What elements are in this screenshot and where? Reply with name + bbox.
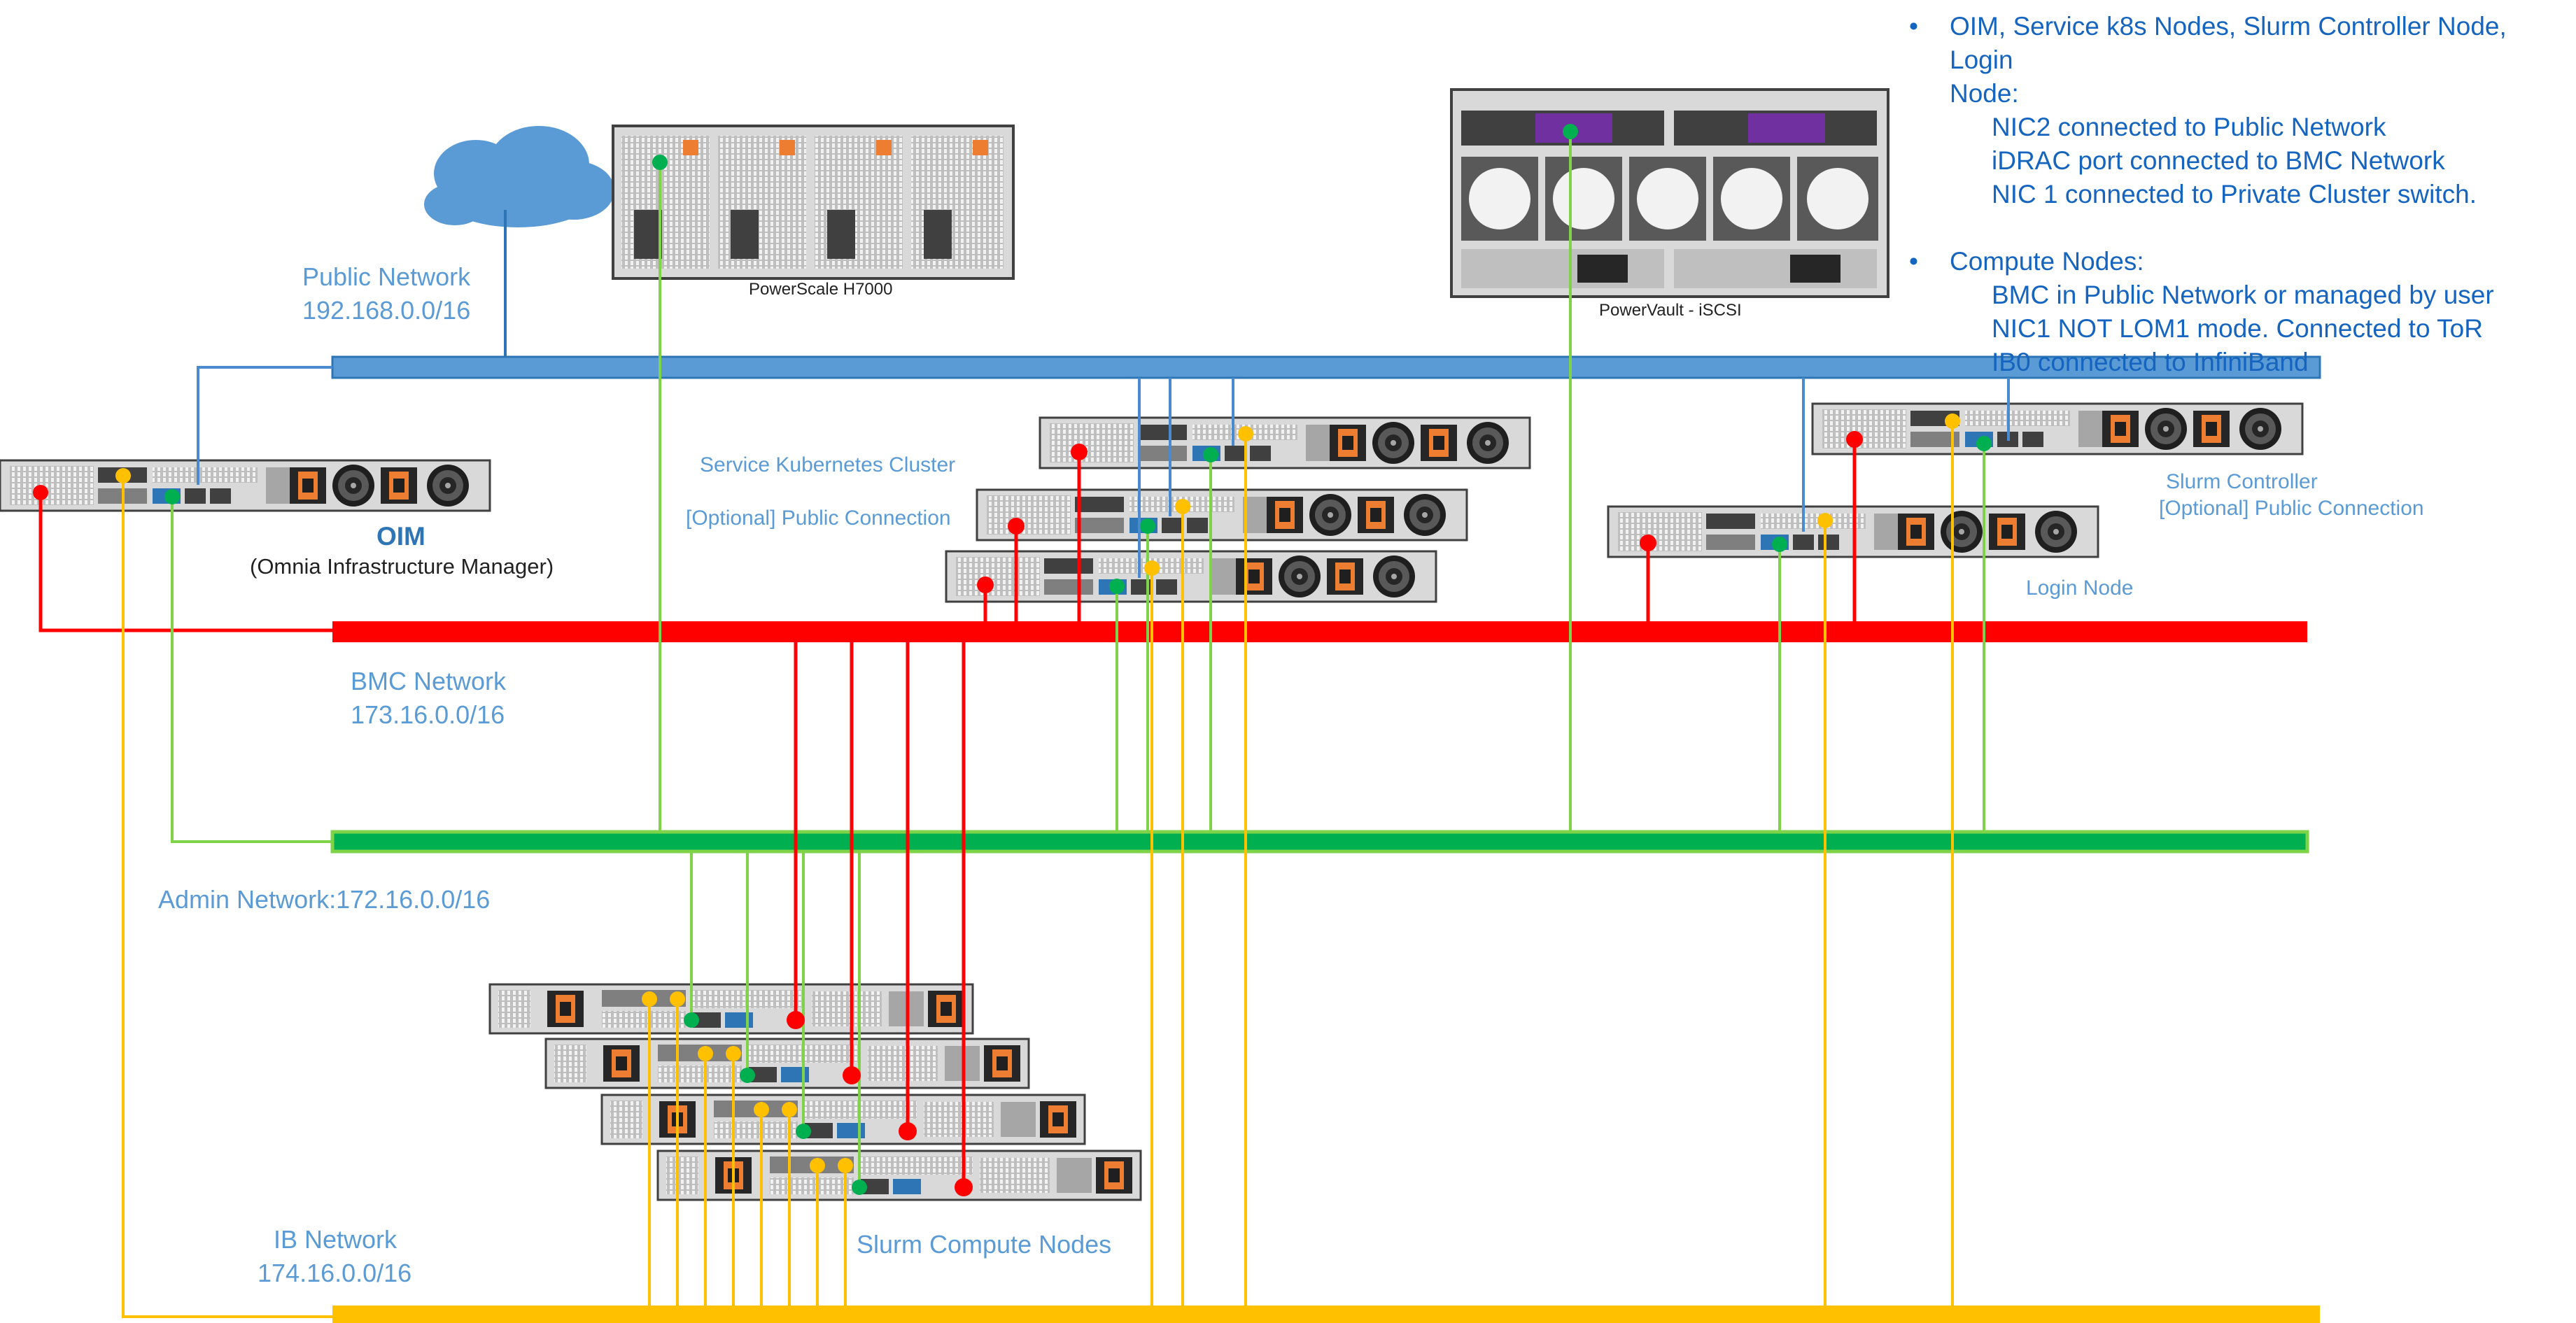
- service-k8s-server-1: [1040, 418, 1530, 468]
- slurm-controller-optional: [Optional] Public Connection: [2159, 497, 2424, 520]
- note-item: iDRAC port connected to BMC Network: [1992, 146, 2445, 175]
- compute-node-1: [490, 984, 973, 1033]
- admin-network-bus: [330, 830, 2309, 854]
- service-cluster-label: Service Kubernetes Cluster: [700, 453, 956, 476]
- bmc-network-subnet: 173.16.0.0/16: [351, 700, 505, 729]
- admin-network-label: Admin Network:172.16.0.0/16: [158, 885, 491, 914]
- note-item: NIC1 NOT LOM1 mode. Connected to ToR: [1992, 314, 2483, 343]
- powerscale-label: PowerScale H7000: [749, 280, 893, 299]
- ib-network-subnet: 174.16.0.0/16: [258, 1259, 412, 1287]
- compute-node-3: [602, 1095, 1085, 1144]
- notes-panel: OIM, Service k8s Nodes, Slurm Controller…: [1903, 10, 2575, 379]
- ib-network-bus: [332, 1306, 2320, 1323]
- oim-title: OIM: [376, 522, 425, 551]
- powerscale-chassis: [612, 125, 1015, 280]
- public-network-name: Public Network: [302, 262, 471, 291]
- port-dots: [33, 124, 1992, 1196]
- service-k8s-server-2: [977, 490, 1467, 540]
- slurm-controller-label: Slurm Controller: [2166, 470, 2318, 493]
- bmc-network-name: BMC Network: [351, 667, 507, 695]
- compute-nodes-label: Slurm Compute Nodes: [857, 1230, 1112, 1259]
- public-network-subnet: 192.168.0.0/16: [302, 296, 471, 325]
- cloud-icon: [424, 126, 614, 227]
- note-item: IB0 connected to InfiniBand: [1992, 348, 2309, 376]
- powervault-label: PowerVault - iSCSI: [1599, 301, 1742, 320]
- oim-subtitle: (Omnia Infrastructure Manager): [250, 554, 554, 579]
- powervault-chassis: [1450, 88, 1889, 298]
- slurm-controller-server: [1813, 404, 2302, 454]
- public-links: [197, 366, 2010, 578]
- note-item: NIC 1 connected to Private Cluster switc…: [1992, 180, 2477, 208]
- note-item: NIC2 connected to Public Network: [1992, 113, 2386, 141]
- login-node-label: Login Node: [2026, 576, 2134, 600]
- compute-node-2: [546, 1039, 1029, 1088]
- oim-server: [0, 460, 490, 511]
- compute-node-4: [658, 1151, 1141, 1200]
- note-bullet-2: Compute Nodes:: [1903, 245, 2575, 278]
- admin-links: [171, 132, 1985, 1187]
- service-cluster-optional: [Optional] Public Connection: [686, 507, 951, 530]
- ib-network-name: IB Network: [274, 1225, 397, 1254]
- bmc-links: [38, 439, 1857, 1187]
- ib-links: [122, 421, 1954, 1318]
- bmc-network-bus: [332, 621, 2307, 642]
- note-item: BMC in Public Network or managed by user: [1992, 281, 2494, 309]
- note-bullet-1: OIM, Service k8s Nodes, Slurm Controller…: [1903, 10, 2575, 111]
- service-k8s-server-3: [946, 551, 1436, 602]
